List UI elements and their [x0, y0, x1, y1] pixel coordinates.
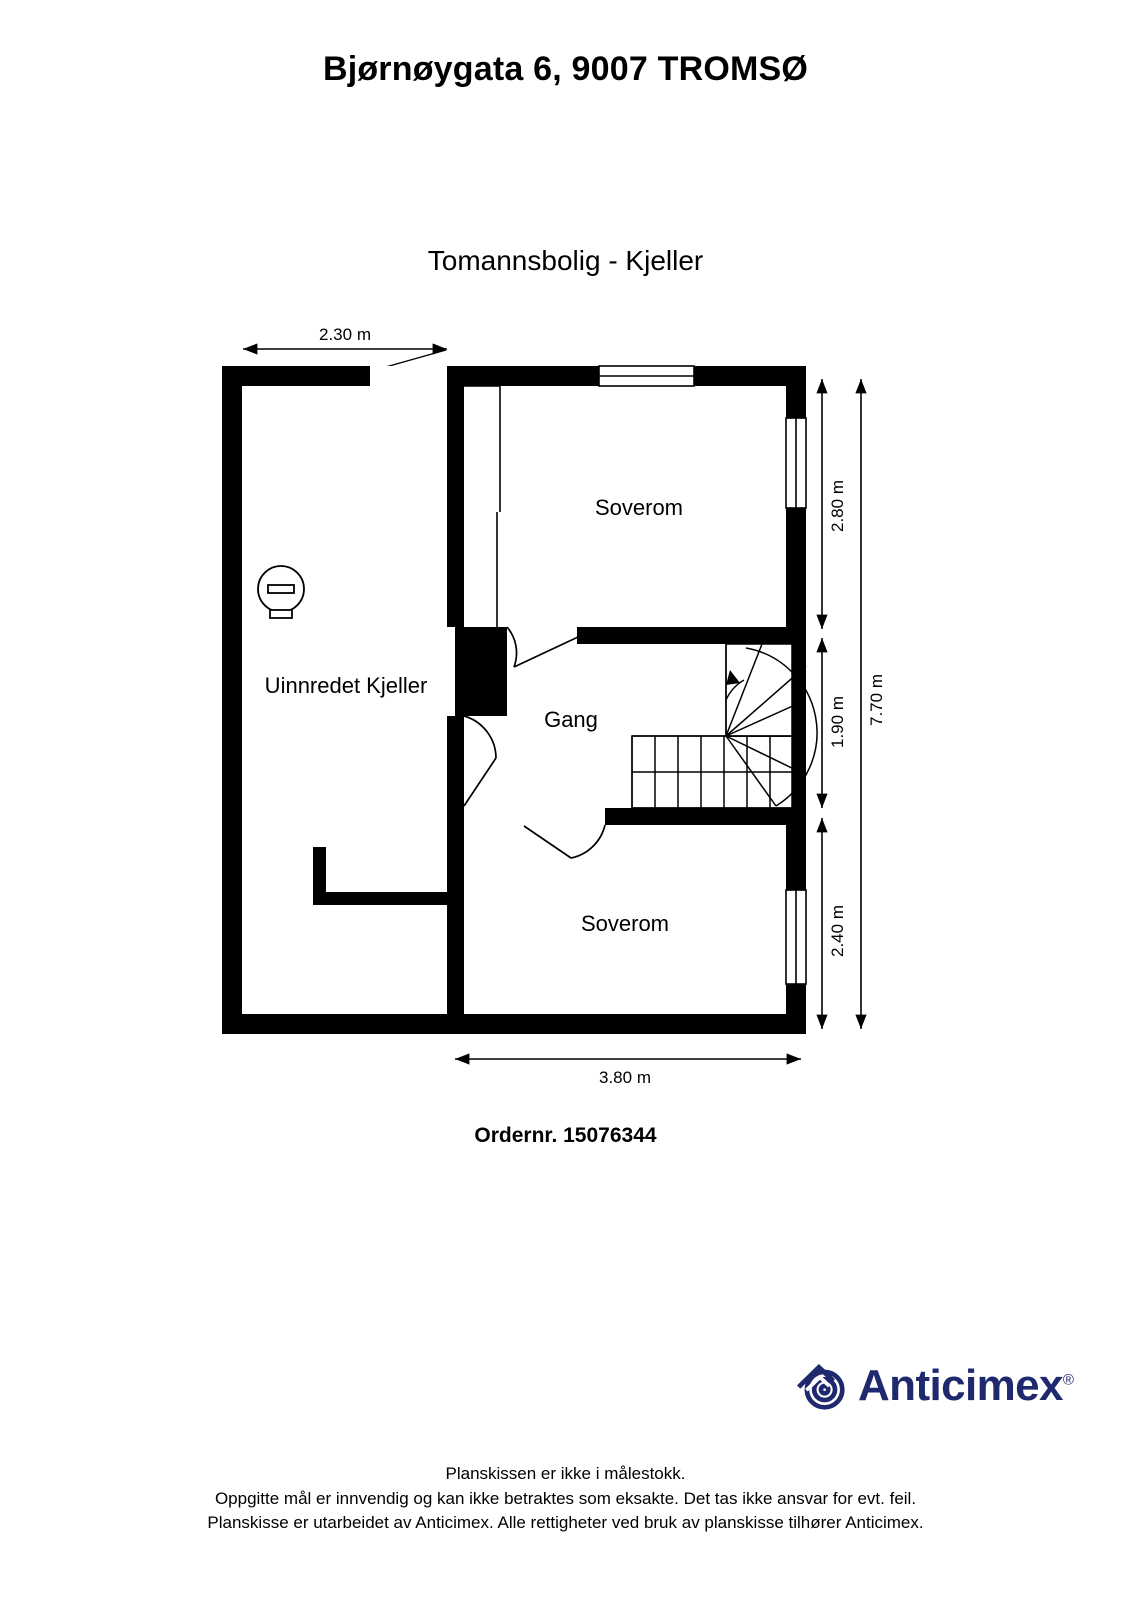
footer-line-2: Oppgitte mål er innvendig og kan ikke be…: [214, 1488, 917, 1508]
window-right-wall-upper: [785, 417, 807, 509]
floor-drain-icon: [257, 565, 305, 619]
footer-line-3: Planskisse er utarbeidet av Anticimex. A…: [207, 1513, 924, 1533]
registered-mark: ®: [1062, 1371, 1074, 1389]
dimension-label-top-width: 2.30 m: [319, 325, 371, 344]
room-label-gang: Gang: [544, 707, 598, 732]
anticimex-logo: Anticimex®: [796, 1360, 1074, 1412]
door-closet: [464, 385, 501, 627]
door-gang-west: [463, 715, 497, 807]
plan-subtitle: Tomannsbolig - Kjeller: [427, 245, 704, 276]
logo-wordmark: Anticimex: [858, 1361, 1063, 1410]
winder-staircase: [631, 643, 818, 809]
page-title: Bjørnøygata 6, 9007 TROMSØ: [322, 50, 809, 88]
window-top-wall: [598, 365, 695, 387]
dimension-label-right-gang: 1.90 m: [828, 696, 847, 748]
room-label-soverom-lower: Soverom: [580, 911, 670, 936]
dimension-label-right-total: 7.70 m: [867, 674, 886, 726]
window-right-wall-lower: [785, 889, 807, 985]
order-number: Ordernr. 15076344: [474, 1124, 657, 1147]
dimension-label-right-soverom-lower: 2.40 m: [828, 905, 847, 957]
footer-line-1: Planskissen er ikke i målestokk.: [445, 1464, 686, 1483]
interior-partitions: [313, 366, 806, 1034]
room-label-soverom-upper: Soverom: [594, 495, 684, 520]
room-label-uinnredet-kjeller: Uinnredet Kjeller: [264, 673, 428, 698]
exterior-walls: [222, 366, 806, 1034]
dimension-label-bottom-width: 3.80 m: [599, 1068, 651, 1087]
door-gang-south: [523, 824, 606, 859]
dimension-label-right-soverom-upper: 2.80 m: [828, 480, 847, 532]
anticimex-spiral-house-icon: [796, 1364, 845, 1410]
footer-disclaimer: Planskissen er ikke i målestokk. Oppgitt…: [0, 1462, 1131, 1536]
door-soverom-upper: [506, 626, 579, 668]
